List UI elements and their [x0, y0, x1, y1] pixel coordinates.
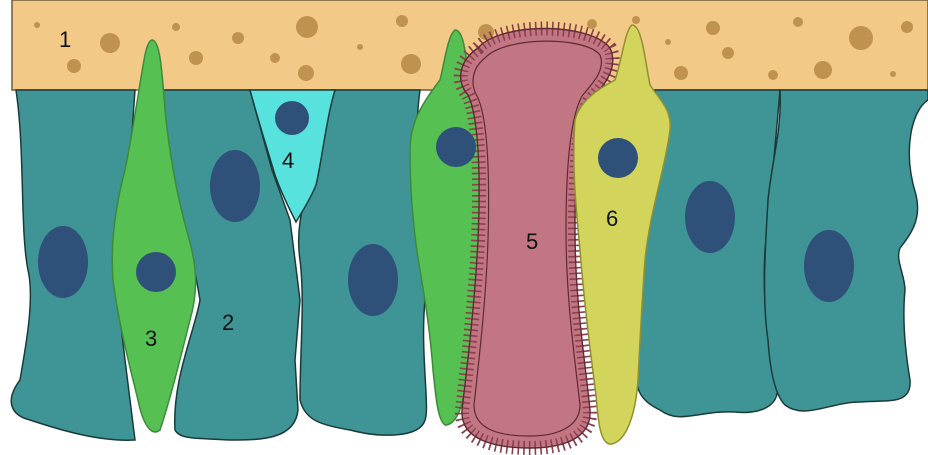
nucleus-cyan — [275, 101, 309, 135]
nucleus-green-right — [436, 127, 476, 167]
label-5: 5 — [526, 229, 538, 254]
nucleus-green-left — [136, 252, 176, 292]
nucleus-teal-2 — [210, 150, 260, 222]
nucleus-teal-4 — [685, 181, 735, 253]
label-6: 6 — [606, 206, 618, 231]
nucleus-teal-3 — [348, 244, 398, 316]
label-3: 3 — [145, 326, 157, 351]
label-2: 2 — [222, 310, 234, 335]
label-4: 4 — [282, 148, 294, 173]
label-1: 1 — [59, 27, 71, 52]
nucleus-teal-1 — [38, 226, 88, 298]
nucleus-yellow — [598, 138, 638, 178]
nucleus-teal-5 — [804, 230, 854, 302]
